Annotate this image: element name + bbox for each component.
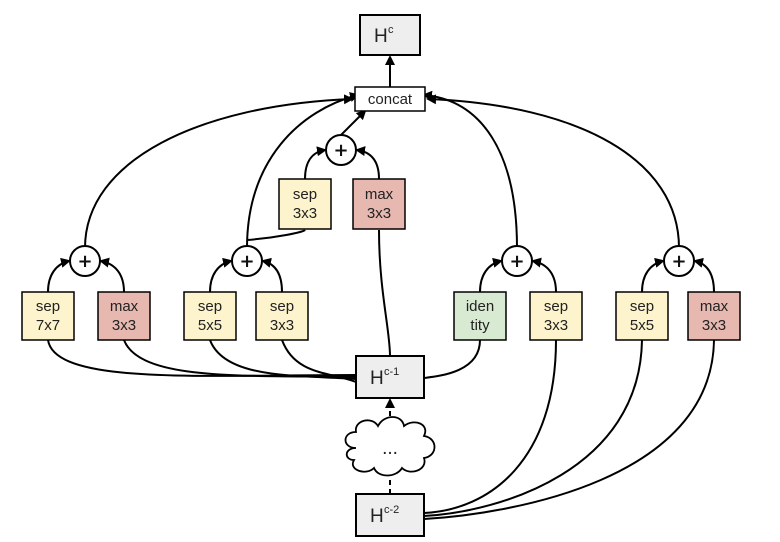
- plus-node-top: +: [325, 134, 357, 166]
- svg-text:5x5: 5x5: [198, 317, 222, 334]
- svg-text:H: H: [370, 506, 384, 527]
- op-max-3x3-a: max 3x3: [97, 291, 151, 341]
- op-identity: iden tity: [453, 291, 507, 341]
- op-sep-5x5-b: sep 5x5: [615, 291, 669, 341]
- svg-text:max: max: [700, 298, 729, 315]
- svg-text:tity: tity: [470, 317, 490, 334]
- svg-text:+: +: [333, 140, 348, 161]
- svg-text:concat: concat: [368, 91, 413, 108]
- concat-node: concat: [354, 86, 426, 112]
- op-sep-3x3-b: sep 3x3: [529, 291, 583, 341]
- svg-text:+: +: [509, 251, 524, 272]
- ellipsis-cloud: ...: [344, 416, 436, 477]
- op-max-3x3-top: max 3x3: [352, 178, 406, 230]
- svg-text:3x3: 3x3: [702, 317, 726, 334]
- svg-text:5x5: 5x5: [630, 317, 654, 334]
- svg-text:sep: sep: [270, 298, 294, 315]
- input-node-hc-1: H c-1: [355, 355, 425, 399]
- svg-text:3x3: 3x3: [544, 317, 568, 334]
- plus-node-3: +: [501, 245, 533, 277]
- op-max-3x3-b: max 3x3: [687, 291, 741, 341]
- svg-text:max: max: [365, 186, 394, 203]
- svg-text:c-2: c-2: [384, 504, 399, 516]
- output-node-hc: H c: [359, 14, 421, 56]
- plus-node-4: +: [663, 245, 695, 277]
- svg-text:max: max: [110, 298, 139, 315]
- svg-text:+: +: [671, 251, 686, 272]
- svg-text:sep: sep: [36, 298, 60, 315]
- svg-text:H: H: [370, 368, 384, 389]
- op-sep-3x3-a: sep 3x3: [255, 291, 309, 341]
- svg-text:3x3: 3x3: [270, 317, 294, 334]
- svg-text:iden: iden: [466, 298, 494, 315]
- svg-text:3x3: 3x3: [112, 317, 136, 334]
- svg-text:c: c: [388, 24, 394, 36]
- svg-text:+: +: [239, 251, 254, 272]
- svg-text:H: H: [374, 26, 388, 47]
- op-sep-7x7: sep 7x7: [21, 291, 75, 341]
- input-node-hc-2: H c-2: [355, 493, 425, 537]
- svg-text:...: ...: [382, 438, 398, 459]
- svg-text:c-1: c-1: [384, 366, 399, 378]
- svg-text:7x7: 7x7: [36, 317, 60, 334]
- edges: [47, 55, 715, 520]
- op-sep-3x3-top: sep 3x3: [278, 178, 332, 230]
- svg-text:+: +: [77, 251, 92, 272]
- svg-text:sep: sep: [198, 298, 222, 315]
- svg-text:sep: sep: [544, 298, 568, 315]
- plus-node-2: +: [231, 245, 263, 277]
- svg-text:3x3: 3x3: [367, 205, 391, 222]
- svg-text:sep: sep: [630, 298, 654, 315]
- svg-text:3x3: 3x3: [293, 205, 317, 222]
- svg-text:sep: sep: [293, 186, 317, 203]
- plus-node-1: +: [69, 245, 101, 277]
- op-sep-5x5-a: sep 5x5: [183, 291, 237, 341]
